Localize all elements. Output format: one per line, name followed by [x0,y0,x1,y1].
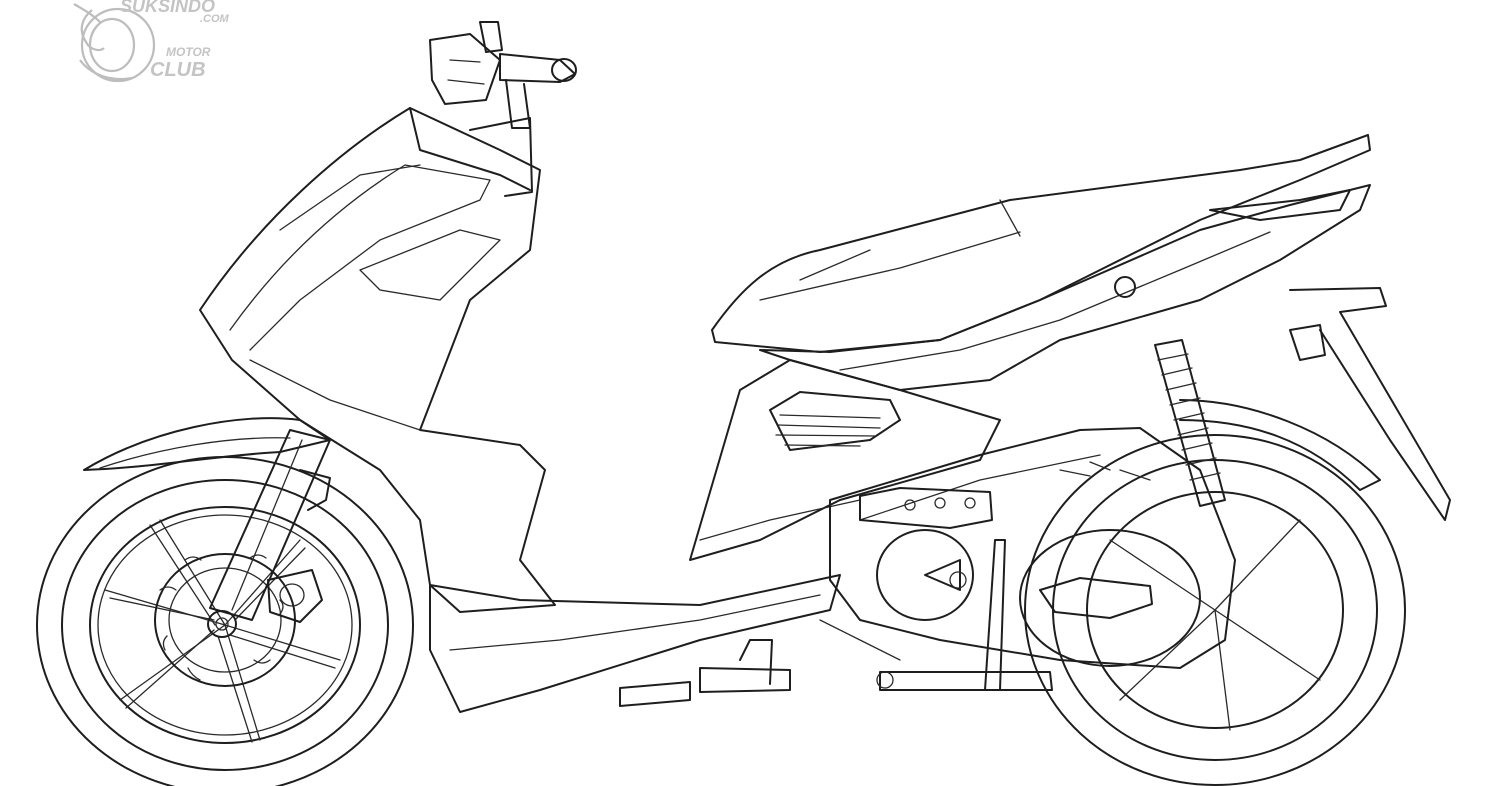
side-vent [769,391,901,451]
side-panel [689,359,1001,561]
rear-body-panel [759,184,1371,391]
watermark-emblem-icon [73,3,156,83]
rear-wheel [1024,434,1406,786]
exhaust [819,619,1053,691]
seat [711,134,1371,353]
handlebar [429,21,577,129]
floorboard [429,574,841,713]
front-fork [209,429,331,621]
rear-fender [1179,287,1451,521]
cvt-badge [1039,577,1153,619]
watermark-club-line1: MOTOR [166,45,211,59]
rear-shock [1154,339,1226,507]
engine-cvt-cover [829,427,1236,691]
watermark-site-text: SUKSINDO [120,0,215,16]
passenger-footrest [859,487,993,529]
watermark-club-line2: CLUB [150,59,206,81]
front-wheel [36,456,414,786]
watermark-logo: SUKSINDO .COM MOTOR CLUB [73,0,230,83]
watermark-domain-text: .COM [200,13,230,25]
front-body-panel [199,107,556,613]
